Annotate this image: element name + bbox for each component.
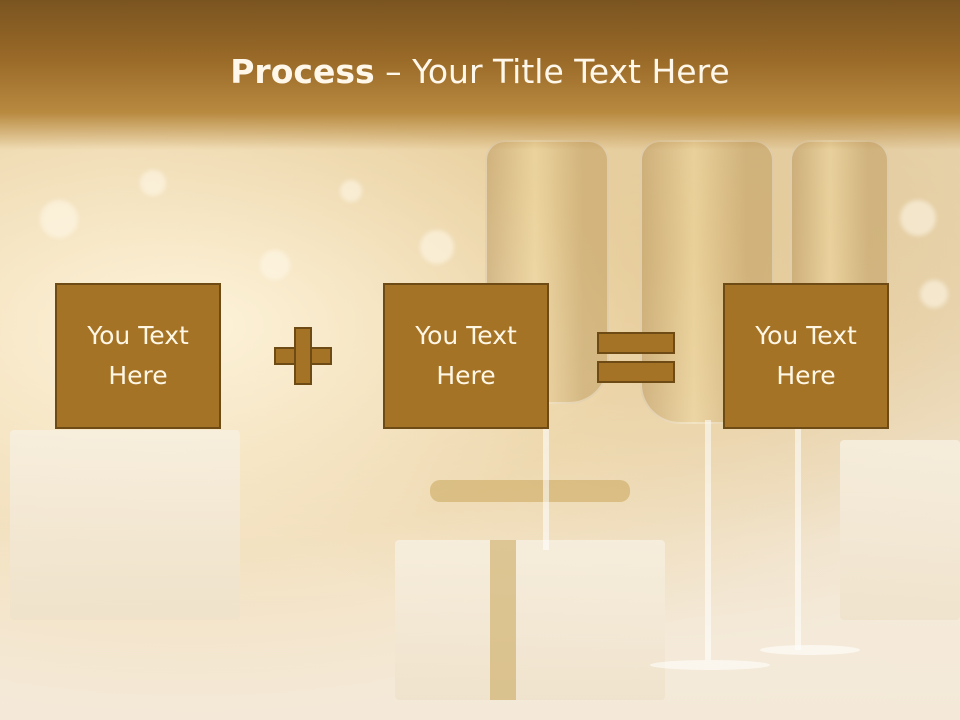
process-box-2[interactable]: You Text Here xyxy=(383,283,549,429)
bokeh-light xyxy=(260,250,290,280)
gift-ribbon xyxy=(490,540,516,700)
equals-bottom-bar xyxy=(597,361,675,383)
bokeh-light xyxy=(40,200,78,238)
bokeh-light xyxy=(340,180,362,202)
process-box-1[interactable]: You Text Here xyxy=(55,283,221,429)
equals-icon xyxy=(597,332,675,384)
bokeh-light xyxy=(900,200,936,236)
bokeh-light xyxy=(140,170,166,196)
process-box-text: You Text Here xyxy=(755,321,857,390)
bokeh-light xyxy=(420,230,454,264)
process-box-3[interactable]: You Text Here xyxy=(723,283,889,429)
equals-top-bar xyxy=(597,332,675,354)
gift-box xyxy=(840,440,960,620)
flute-stem xyxy=(795,400,801,650)
bokeh-light xyxy=(920,280,948,308)
title-bold: Process xyxy=(230,52,375,91)
plus-center xyxy=(296,349,310,363)
title-band xyxy=(0,0,960,150)
flute-stem xyxy=(543,400,549,550)
flute-base xyxy=(650,660,770,670)
gift-box xyxy=(395,540,665,700)
slide-title: Process – Your Title Text Here xyxy=(0,52,960,91)
process-box-text: You Text Here xyxy=(415,321,517,390)
flute-stem xyxy=(705,420,711,660)
title-rest: – Your Title Text Here xyxy=(374,52,730,91)
gift-ribbon xyxy=(430,480,630,502)
process-box-text: You Text Here xyxy=(87,321,189,390)
plus-icon xyxy=(274,327,332,385)
flute-base xyxy=(760,645,860,655)
gift-box xyxy=(10,430,240,620)
